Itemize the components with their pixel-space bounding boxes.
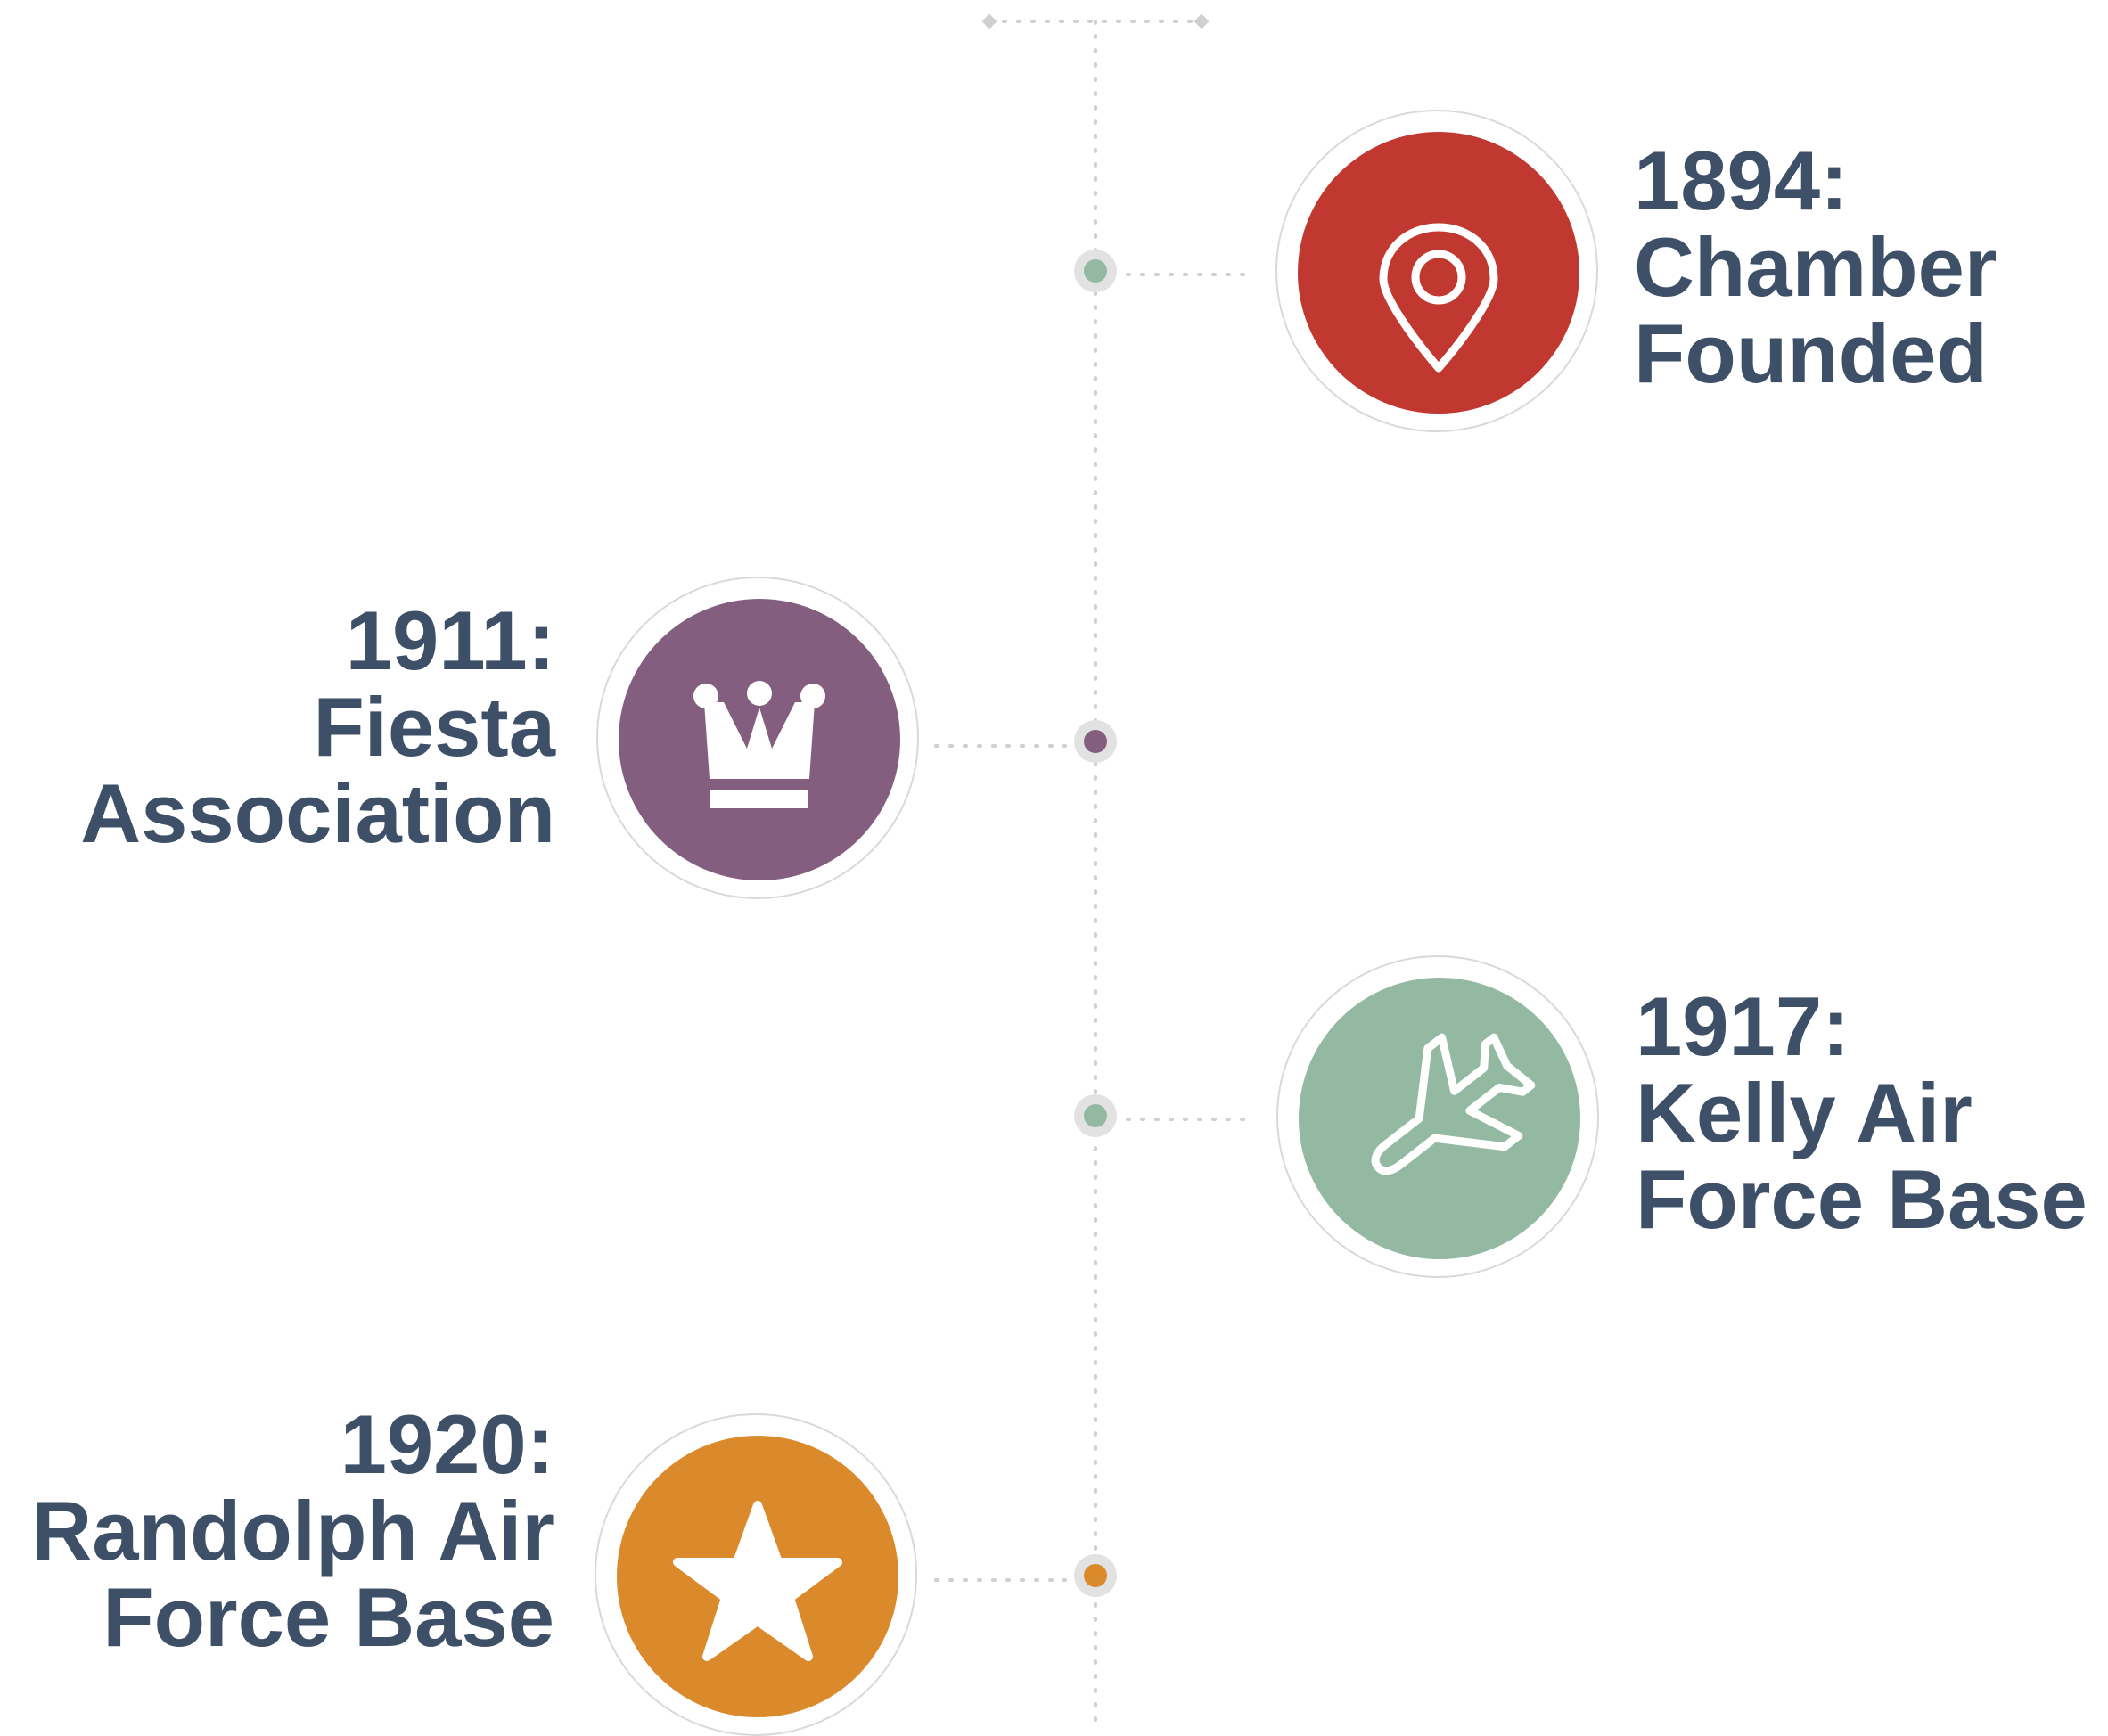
event-disc-1894: [1298, 132, 1579, 414]
event-title-line: Founded: [1634, 307, 1988, 400]
event-label-1920: 1920: Randolph Air Force Base: [31, 1401, 554, 1660]
event-year: 1920:: [340, 1397, 554, 1491]
star-icon: [673, 1501, 842, 1661]
timeline-dot-1920: [1074, 1554, 1117, 1597]
event-title-line: Kelly Air: [1636, 1066, 1973, 1159]
event-node-1894: [1275, 110, 1598, 432]
timeline-dot-1911: [1074, 720, 1117, 763]
event-year: 1911:: [345, 594, 555, 687]
event-disc-1920: [617, 1436, 898, 1717]
timeline-cap-left-diamond: [981, 13, 997, 29]
event-title-line: Force Base: [103, 1570, 554, 1664]
event-label-1894: 1894: Chamber Founded: [1634, 137, 1997, 397]
airplane-icon: [1371, 1033, 1536, 1175]
event-title-line: Fiesta: [313, 680, 555, 774]
event-disc-1917: [1299, 978, 1580, 1259]
timeline-dot-1917: [1074, 1094, 1117, 1137]
event-year: 1894:: [1634, 134, 1849, 227]
event-title-line: Chamber: [1634, 220, 1997, 314]
event-node-1911: [596, 577, 919, 899]
event-label-1917: 1917: Kelly Air Force Base: [1636, 983, 2087, 1242]
crown-icon: [693, 681, 825, 808]
event-disc-1911: [619, 599, 900, 880]
timeline-dot-1894: [1074, 250, 1117, 292]
timeline-cap-right-diamond: [1193, 13, 1210, 29]
event-label-1911: 1911: Fiesta Association: [80, 597, 555, 856]
event-node-1920: [595, 1413, 917, 1736]
event-node-1917: [1276, 955, 1599, 1278]
map-pin-icon: [1379, 223, 1498, 373]
event-title-line: Association: [80, 766, 555, 860]
event-title-line: Randolph Air: [31, 1484, 554, 1577]
event-title-line: Force Base: [1636, 1152, 2087, 1246]
event-year: 1917:: [1636, 979, 1850, 1073]
